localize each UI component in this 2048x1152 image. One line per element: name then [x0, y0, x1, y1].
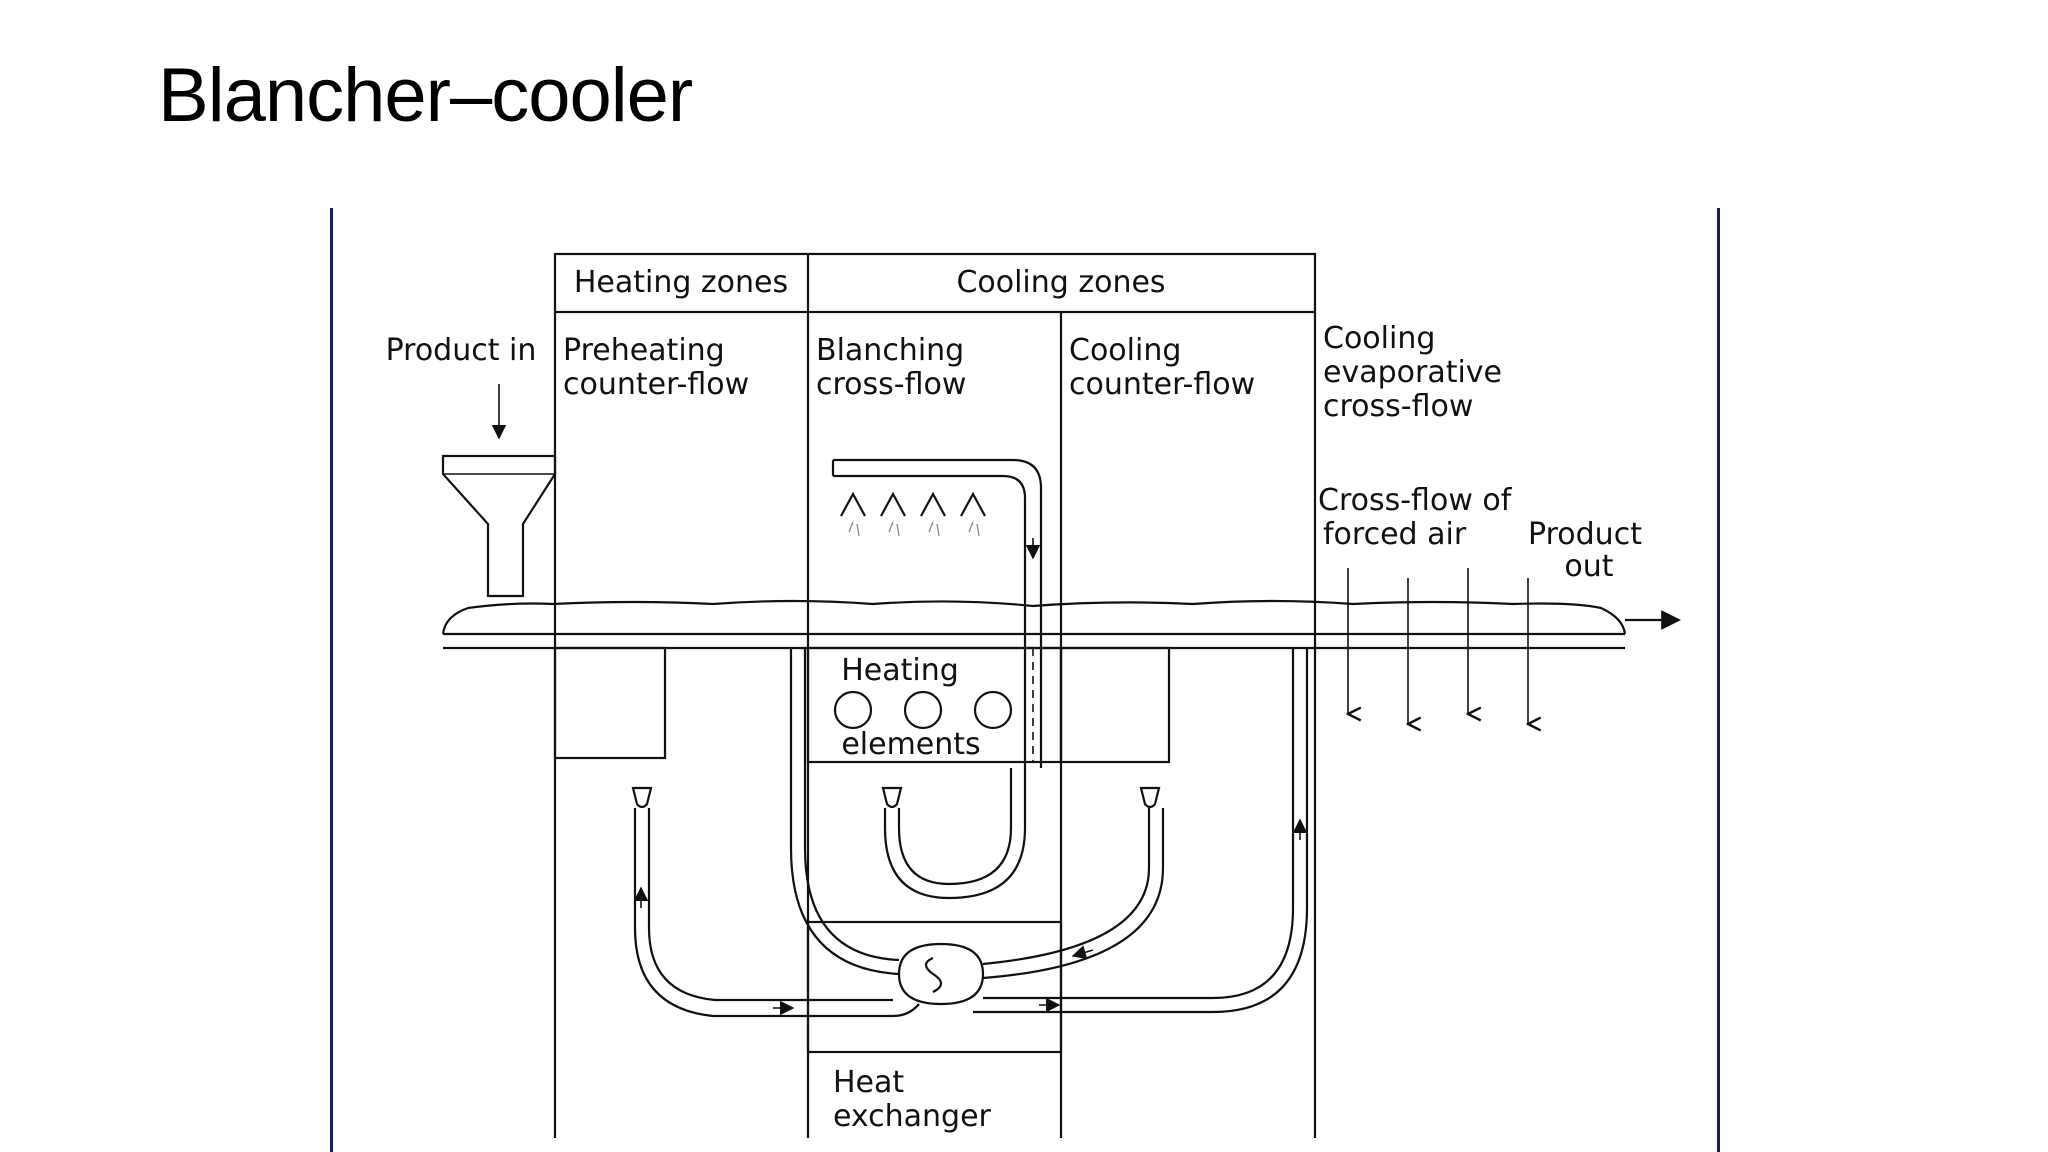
zone-header-box [553, 252, 1317, 314]
zone-label-line: cross-flow [816, 367, 966, 402]
feed-hopper [441, 454, 557, 598]
zone-blanching: Blanching cross-flow [816, 333, 966, 402]
cooling-loop [982, 808, 1165, 980]
heat-exchanger: Heat exchanger [806, 920, 1063, 1134]
product-in-label: Product in [386, 333, 537, 368]
forced-air-label: forced air [1323, 517, 1467, 552]
spray-header [831, 458, 1043, 768]
zone-label-line: evaporative [1323, 355, 1502, 390]
slide-title: Blancher–cooler [158, 53, 693, 138]
product-out-label: Product [1528, 517, 1642, 552]
diagram-frame: Heating zones Cooling zones Product in P… [330, 208, 1720, 1152]
heat-exchanger-label: exchanger [833, 1099, 992, 1134]
zone-label-line: counter-flow [1069, 367, 1255, 402]
heating-elements: Heating elements [806, 646, 1063, 764]
zone-header: Heating zones Cooling zones [553, 252, 1317, 314]
conveyor-belt [441, 599, 1627, 650]
spray-nozzles [840, 491, 986, 537]
zone-cooling-counter: Cooling counter-flow [1069, 333, 1255, 402]
forced-air-label: Cross-flow of [1318, 483, 1513, 518]
zone-dividers [553, 312, 1317, 1138]
evaporative-loop [973, 648, 1309, 1014]
heating-elements-label: Heating [841, 653, 959, 688]
zone-label-line: counter-flow [563, 367, 749, 402]
zone-preheating: Preheating counter-flow [563, 333, 749, 402]
cooling-zones-label: Cooling zones [956, 265, 1165, 300]
forced-air-arrows [1348, 568, 1528, 724]
zone-label-line: cross-flow [1323, 389, 1473, 424]
blanching-loop [883, 768, 1027, 900]
heat-exchanger-label: Heat [833, 1065, 904, 1100]
product-out-label: out [1564, 549, 1613, 584]
heating-zones-label: Heating zones [574, 265, 788, 300]
blancher-cooler-diagram: Heating zones Cooling zones Product in P… [386, 252, 1681, 1138]
zone-label-line: Preheating [563, 333, 725, 368]
zone-cooling-evaporative: Cooling evaporative cross-flow [1323, 321, 1502, 424]
zone-label-line: Cooling [1069, 333, 1181, 368]
pumps [631, 786, 1161, 809]
cooling-tank [1059, 646, 1171, 764]
heating-elements-label: elements [841, 727, 980, 762]
zone-label-line: Blanching [816, 333, 964, 368]
preheating-tank [553, 646, 667, 760]
zone-label-line: Cooling [1323, 321, 1435, 356]
blanching-return [789, 648, 900, 976]
preheating-loop [633, 808, 920, 1018]
